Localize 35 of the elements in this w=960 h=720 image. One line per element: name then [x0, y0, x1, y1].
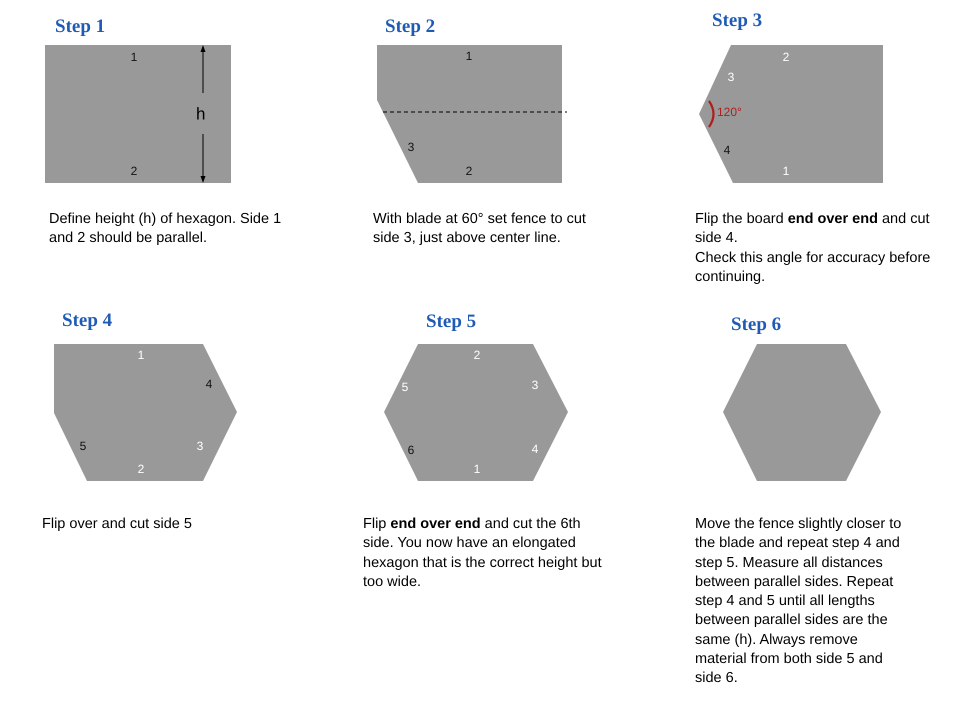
step-description: Flip end over end and cut the 6th side. You now have an elongated hexagon that is the correct height but too wide.: [363, 515, 603, 592]
step-heading: Step 5: [426, 311, 476, 333]
side-number: 3: [408, 141, 414, 153]
side-number: 1: [130, 51, 138, 63]
side-number: 3: [532, 379, 538, 391]
side-number: 4: [532, 443, 538, 455]
step-description: Move the fence slightly closer to the blade and repeat step 4 and step 5. Measure all distances between parallel sides. Repeat step 4 and 5 until all lengths between parallel sides are the same (h). Always remove material from both side 5 and side 6.: [695, 515, 902, 688]
side-number: 1: [474, 463, 480, 475]
side-number: 2: [782, 51, 790, 63]
side-number: 4: [724, 144, 730, 156]
side-number: 4: [206, 378, 212, 390]
side-number: 2: [130, 165, 138, 177]
step-heading: Step 6: [731, 314, 782, 336]
dimension-label: h: [196, 106, 206, 122]
side-number: 5: [80, 440, 86, 452]
step-description: Check this angle for accuracy before continuing.: [695, 248, 932, 287]
side-number: 1: [138, 349, 144, 361]
side-number: 1: [782, 165, 790, 177]
side-number: 1: [466, 50, 472, 62]
step-description: With blade at 60° set fence to cut side 3, just above center line.: [373, 210, 587, 248]
step-description: Define height (h) of hexagon. Side 1 and 2 should be parallel.: [49, 210, 282, 248]
step-heading: Step 1: [55, 16, 106, 38]
side-number: 6: [408, 444, 414, 456]
side-number: 5: [402, 381, 408, 393]
angle-label: 120°: [717, 106, 742, 118]
step-description: Flip the board end over end and cut side 4.: [695, 210, 931, 248]
side-number: 2: [466, 165, 472, 177]
side-number: 3: [728, 71, 734, 83]
side-number: 2: [474, 349, 480, 361]
step-heading: Step 3: [712, 10, 762, 32]
side-number: 2: [138, 463, 144, 475]
step-heading: Step 4: [62, 310, 112, 332]
step-description: Flip over and cut side 5: [42, 515, 193, 534]
step-heading: Step 2: [385, 16, 436, 38]
side-number: 3: [196, 440, 204, 452]
